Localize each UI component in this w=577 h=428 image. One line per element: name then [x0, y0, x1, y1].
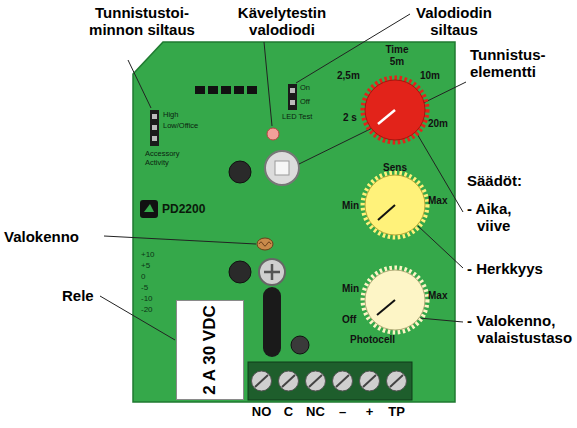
terminal-label: TP	[388, 405, 405, 420]
screw-cross	[264, 264, 280, 280]
mount-hole	[229, 261, 251, 283]
time-dial	[363, 78, 427, 142]
screw-slots	[255, 375, 403, 387]
pin	[221, 86, 231, 94]
dial-label: Off	[342, 314, 356, 326]
dial-teeth	[363, 268, 427, 332]
jumper-label: Activity	[145, 159, 169, 168]
leader-line	[128, 60, 151, 108]
sens-dial	[363, 173, 427, 237]
pin	[195, 86, 205, 94]
scale-label: +5	[141, 261, 150, 270]
terminal-label: +	[366, 405, 374, 420]
dial-body	[365, 80, 425, 140]
model-name: PD2200	[162, 203, 205, 217]
jumper-label: Low/Office	[163, 122, 198, 131]
terminal-strip	[248, 362, 412, 400]
leader-line	[264, 42, 272, 126]
terminal-label: NO	[252, 405, 272, 420]
scale-label: 0	[141, 272, 145, 281]
logo-mark	[140, 200, 158, 218]
callout-label: Rele	[62, 287, 94, 304]
led	[267, 128, 279, 140]
scale-label: -20	[141, 305, 153, 314]
jumper-label: On	[300, 84, 310, 93]
logo-detail	[144, 204, 154, 212]
heading-label: Säädöt:	[467, 172, 522, 189]
pin	[247, 86, 257, 94]
terminal-label: C	[284, 405, 293, 420]
dial-body	[365, 270, 425, 330]
mount-hole	[291, 336, 309, 354]
scale-label: +10	[141, 250, 155, 259]
dial-pointer	[378, 110, 395, 124]
callout-label: - Herkkyys	[467, 260, 543, 277]
leader-line	[104, 236, 256, 244]
header-pins	[195, 86, 257, 94]
dial-label: 2,5m	[337, 70, 360, 82]
callout-label: - Valokenno, valaistustaso	[467, 312, 573, 346]
leader-line	[100, 296, 175, 340]
jumper-pin	[152, 125, 157, 130]
scale-label: -5	[141, 283, 148, 292]
jumper-pin	[290, 88, 295, 93]
photocell-dial	[363, 268, 427, 332]
leader-line	[418, 226, 463, 268]
dial-teeth	[363, 173, 427, 237]
screw	[259, 259, 285, 285]
leader-line	[419, 318, 463, 322]
jumper-led	[288, 84, 297, 110]
callout-label: Valokenno	[4, 228, 79, 245]
circuit-board	[133, 42, 455, 402]
relay-box: 2 A 30 VDC	[176, 300, 244, 400]
jumper-body	[150, 110, 159, 146]
dial-body	[365, 175, 425, 235]
dial-teeth	[363, 78, 427, 142]
dial-label: 10m	[420, 70, 440, 82]
jumper-pin	[152, 136, 157, 141]
dial-label: Photocell	[350, 334, 395, 346]
jumper-label: Accessory	[145, 150, 180, 159]
callout-label: Kävelytestin valodiodi	[222, 4, 342, 38]
mount-hole	[229, 161, 251, 183]
dial-pointer	[377, 300, 395, 315]
leader-lines	[100, 14, 466, 340]
photocell-track	[259, 242, 271, 246]
slot	[263, 287, 281, 357]
scale-label: -10	[141, 294, 153, 303]
dial-label: 2 s	[343, 112, 357, 124]
dial-label: Max	[428, 195, 447, 207]
callout-label: - Aika, viive	[467, 200, 529, 234]
jumper-label: LED Test	[282, 113, 312, 122]
terminal-label: –	[339, 405, 346, 420]
terminal-label: NC	[306, 405, 325, 420]
callout-label: Tunnistus- elementti	[470, 46, 562, 80]
pin	[208, 86, 218, 94]
jumper-label: High	[163, 111, 178, 120]
dial-label: Sens	[383, 162, 407, 174]
jumper-body	[288, 84, 297, 110]
photocell	[257, 238, 273, 250]
jumper-pin	[290, 100, 295, 105]
jumper-pin	[152, 114, 157, 119]
pin	[234, 86, 244, 94]
pir-sensor	[265, 151, 299, 185]
dial-label: Max	[428, 290, 447, 302]
terminal-block	[248, 362, 412, 400]
dial-label: Time	[385, 44, 408, 56]
relay-rating: 2 A 30 VDC	[200, 305, 220, 394]
dial-label: 5m	[390, 56, 404, 68]
pir-window	[275, 161, 289, 175]
callout-label: Valodiodin siltaus	[400, 4, 508, 38]
dial-label: Min	[342, 200, 359, 212]
jumper-label: Off	[300, 98, 310, 107]
jumper-left	[150, 110, 159, 146]
dial-label: 20m	[428, 118, 448, 130]
dial-label: Min	[342, 283, 359, 295]
callout-label: Tunnistustoi- minnon siltaus	[88, 4, 196, 38]
dial-pointer	[378, 205, 395, 220]
